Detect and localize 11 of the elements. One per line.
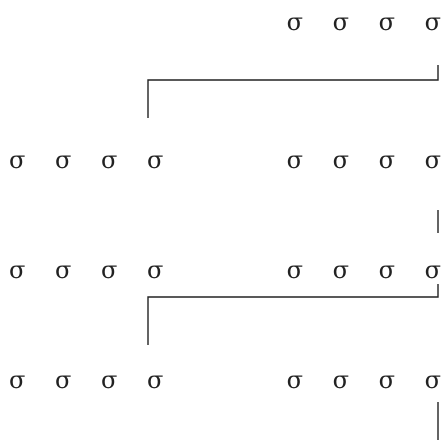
connector-line (147, 284, 439, 345)
connector-line (147, 65, 439, 118)
symbol-row: σ σ σ σ (9, 146, 164, 174)
connector-line (437, 402, 439, 440)
connector-line (437, 210, 439, 233)
symbol-row: σ σ σ σ (286, 8, 441, 36)
symbol-row: σ σ σ σ (9, 366, 164, 394)
symbol-row: σ σ σ σ (286, 146, 441, 174)
symbol-row: σ σ σ σ (9, 256, 164, 284)
symbol-row: σ σ σ σ (286, 366, 441, 394)
symbol-row: σ σ σ σ (286, 256, 441, 284)
